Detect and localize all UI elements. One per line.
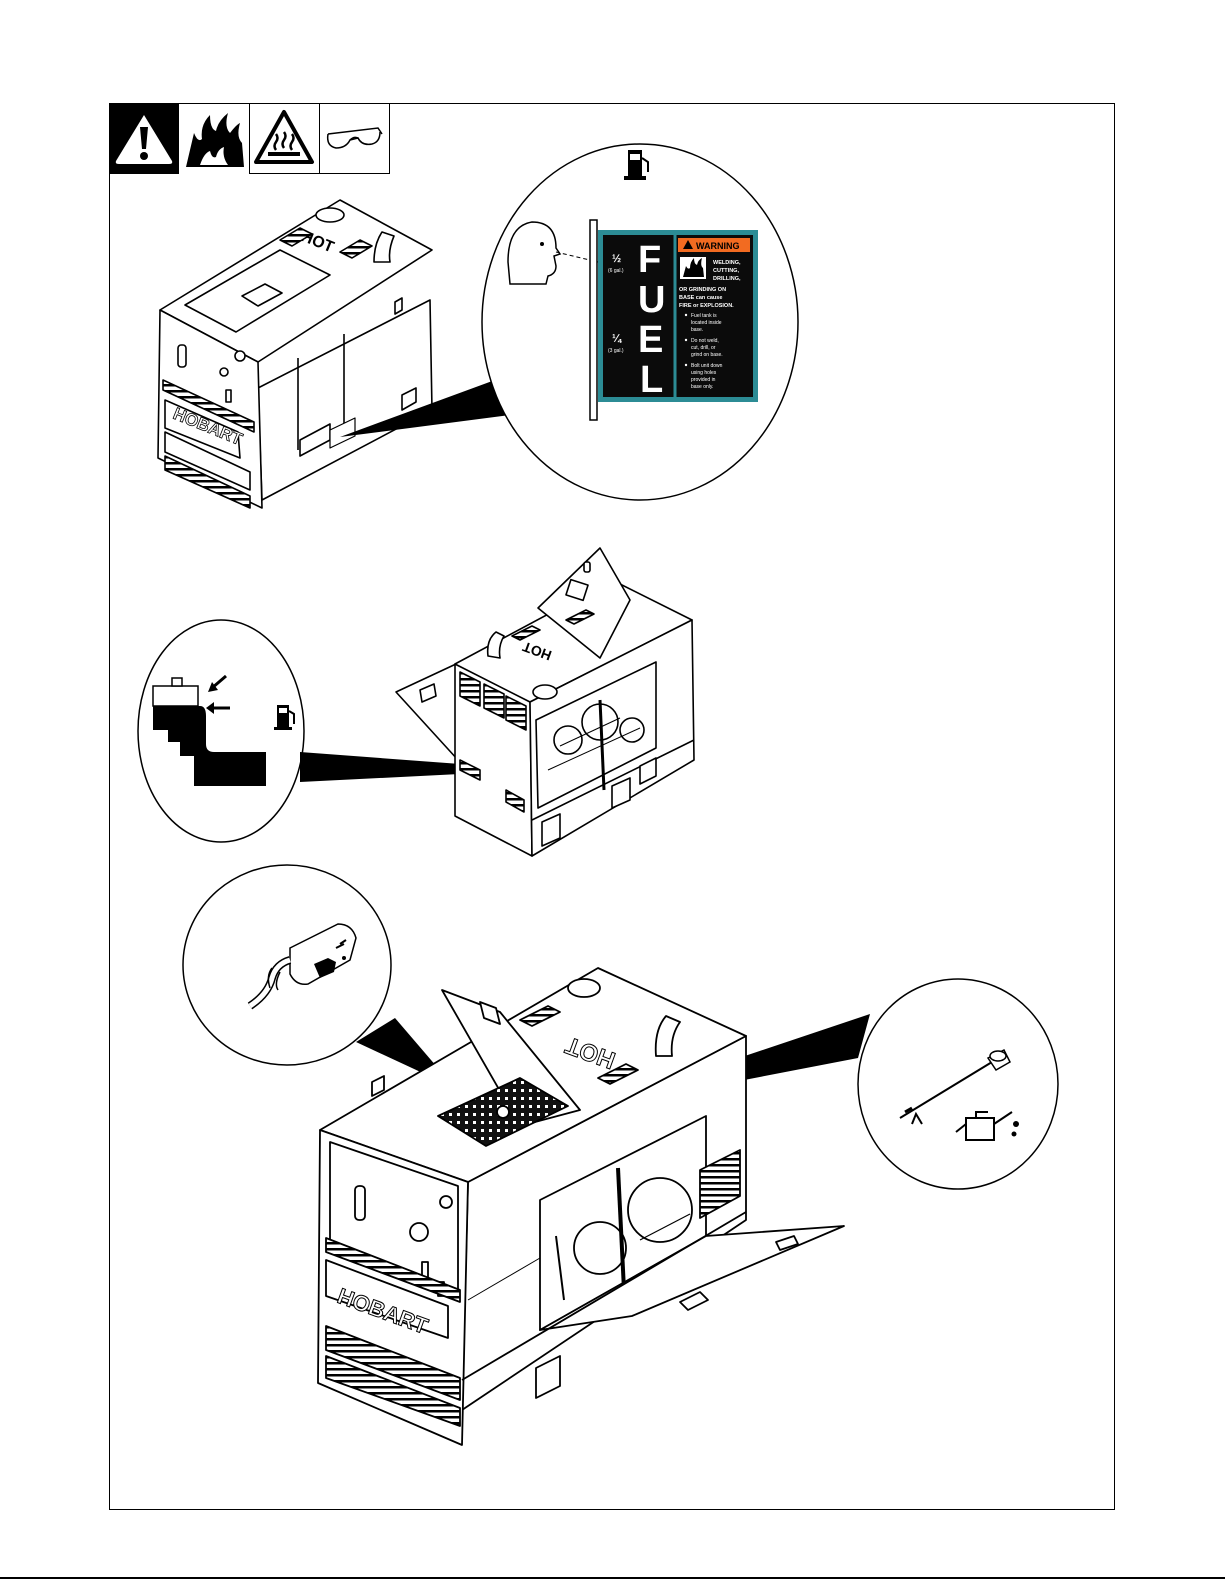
- decal-bullet-2-line-2: cut, drill, or: [691, 345, 716, 351]
- decal-bullet-3-line-3: provided in: [691, 377, 716, 383]
- decal-letter-l: L: [640, 359, 663, 401]
- fuel-warning-decal: ½ (6 gal.) ¼ (3 gal.) F U E L WARNING WE…: [598, 230, 758, 402]
- fuel-fill-callout-circle: [138, 620, 304, 842]
- half-level-mark: ½: [612, 253, 621, 265]
- decal-bullet-2-line-3: grind on base.: [691, 352, 723, 358]
- quarter-level-gallons: (3 gal.): [608, 348, 624, 354]
- decal-bullet-1-line-3: base.: [691, 327, 703, 333]
- warning-header-text: WARNING: [696, 241, 740, 251]
- decal-bullet-3-line-1: Bolt unit down: [691, 363, 723, 369]
- oil-fill-callout-circle: [183, 865, 391, 1065]
- half-level-gallons: (6 gal.): [608, 268, 624, 274]
- operator-head-icon: [508, 222, 560, 284]
- decal-bullet-1-line-2: located inside: [691, 320, 722, 326]
- decal-body-line-3: FIRE or EXPLOSION.: [679, 303, 734, 309]
- quarter-level-mark: ¼: [612, 333, 622, 345]
- decal-bullet-1-line-1: Fuel tank is: [691, 313, 717, 319]
- decal-body-line-2: BASE can cause: [679, 295, 722, 301]
- decal-body-line-1: OR GRINDING ON: [679, 287, 726, 293]
- decal-head-line-1: WELDING,: [713, 260, 741, 266]
- fuel-sight-tube: [590, 220, 597, 420]
- dipstick-callout-circle: [858, 979, 1058, 1189]
- welder-generator-unit-top: HOT: [158, 200, 432, 508]
- decal-fire-icon: [680, 257, 706, 279]
- decal-head-line-2: CUTTING,: [713, 268, 739, 274]
- decal-letter-f: F: [638, 239, 661, 281]
- decal-bullet-3-line-4: base only.: [691, 384, 713, 390]
- decal-head-line-3: DRILLING,: [713, 276, 741, 282]
- decal-bullet-2-line-1: Do not weld,: [691, 338, 719, 344]
- decal-letter-u: U: [638, 279, 665, 321]
- decal-letter-e: E: [638, 319, 663, 361]
- welder-generator-unit-middle: HOT: [396, 548, 694, 856]
- decal-bullet-3-line-2: using holes: [691, 370, 717, 376]
